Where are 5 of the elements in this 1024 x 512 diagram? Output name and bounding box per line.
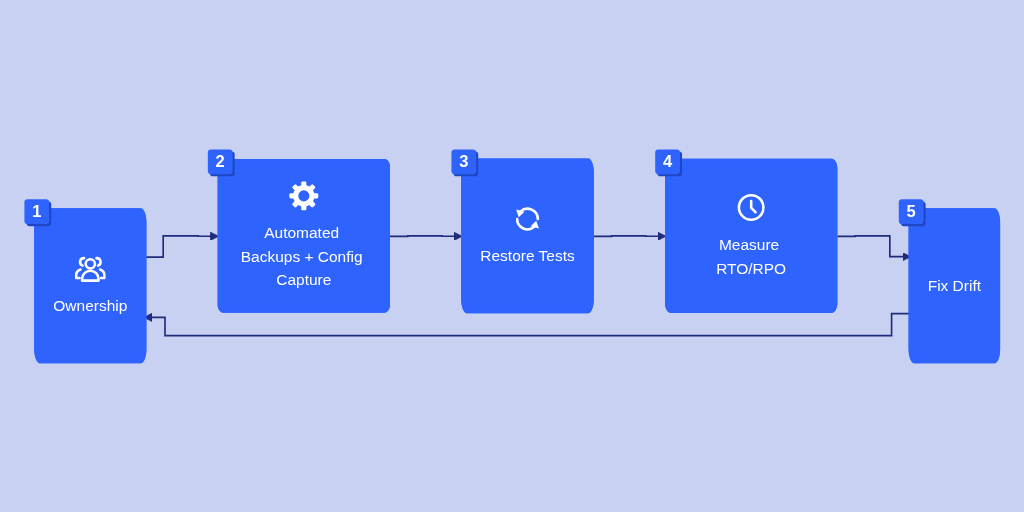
step-number: 3 [451,149,479,177]
step-number: 1 [24,199,52,227]
step-number: 5 [898,199,926,227]
step-number: 2 [207,149,235,177]
step-number: 4 [655,149,683,177]
